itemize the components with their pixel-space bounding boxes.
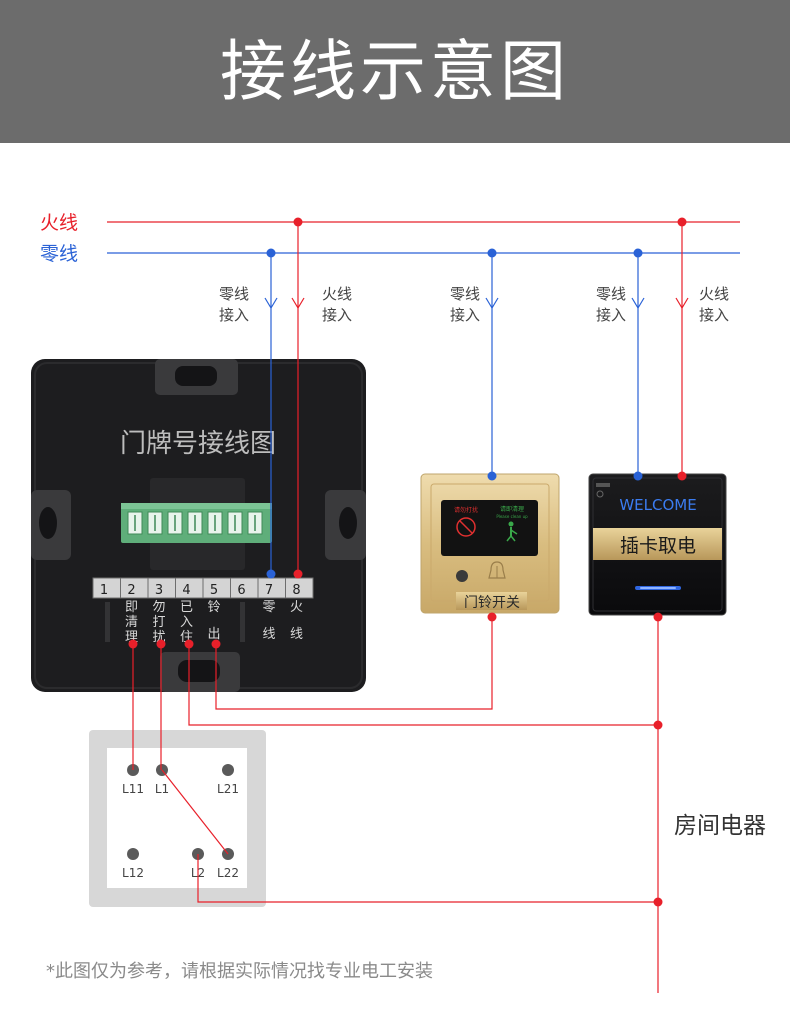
page-title: 接线示意图	[220, 33, 570, 110]
bell-icon	[488, 561, 506, 579]
junction-dot	[487, 471, 497, 481]
clean-screen-subtext: Please clean up	[496, 514, 528, 519]
terminal-number: 7	[265, 583, 273, 598]
tap-label: 接入	[322, 306, 352, 324]
terminal-label-char: 铃	[207, 600, 220, 615]
terminal-label-char: 即	[125, 600, 138, 615]
terminal-number: 5	[210, 583, 218, 598]
arrow-down-icon	[631, 297, 645, 310]
footnote: *此图仅为参考，请根据实际情况找专业电工安装	[46, 961, 433, 982]
arrow-down-icon	[485, 297, 499, 310]
dnd-screen-text: 请勿打扰	[454, 506, 478, 514]
welcome-screen-text: WELCOME	[619, 496, 696, 514]
terminal-label-char: 勿	[152, 600, 165, 615]
tap-label: 接入	[450, 306, 480, 324]
wire	[161, 769, 229, 855]
junction-dot	[633, 471, 643, 481]
junction-dot	[266, 569, 276, 579]
selector-terminal-label: L1	[155, 782, 169, 796]
doorbell-switch-caption: 门铃开关	[464, 595, 520, 611]
selector-terminal-label: L21	[217, 782, 239, 796]
tap-label: 零线	[450, 285, 480, 303]
junction-dot	[128, 639, 138, 649]
live-rail-label: 火线	[40, 212, 78, 234]
junction-dot	[677, 471, 687, 481]
fine-print-mark	[596, 483, 610, 487]
doorplate-panel: 1 2 3 4 5 6 7 8	[31, 359, 366, 692]
junction-dot	[156, 639, 166, 649]
doorplate-title: 门牌号接线图	[120, 429, 276, 459]
terminal-number: 3	[155, 583, 163, 598]
arrow-down-icon	[291, 297, 305, 310]
power-icon	[596, 490, 604, 498]
junction-dot	[633, 248, 643, 258]
do-not-disturb-icon	[456, 517, 476, 537]
junction-dot	[266, 248, 276, 258]
header-bar: 接线示意图	[0, 0, 790, 143]
junction-dot	[211, 639, 221, 649]
terminal-label-char: 火	[290, 600, 303, 615]
arrow-down-icon	[264, 297, 278, 310]
selector-terminal-dot	[127, 848, 139, 860]
selector-switch	[89, 730, 266, 907]
cleaning-person-icon	[506, 521, 518, 542]
indicator-led	[456, 570, 468, 582]
doorbell-switch: 请勿打扰 请即清理 Please clean up	[420, 473, 560, 614]
tap-label: 接入	[596, 306, 626, 324]
tap-label: 接入	[699, 306, 729, 324]
terminal-number: 2	[127, 583, 135, 598]
terminal-label-char: 零	[262, 600, 275, 615]
room-appliance-label: 房间电器	[674, 813, 766, 839]
tap-label: 接入	[219, 306, 249, 324]
junction-dot	[653, 612, 663, 622]
tap-label: 火线	[699, 285, 729, 303]
selector-terminal-label: L11	[122, 782, 144, 796]
junction-dot	[487, 248, 497, 258]
arrow-down-icon	[675, 297, 689, 310]
terminal-label-char: 清	[125, 615, 138, 630]
tap-label: 零线	[596, 285, 626, 303]
terminal-number: 6	[237, 583, 245, 598]
junction-dot	[293, 569, 303, 579]
junction-dot	[653, 897, 663, 907]
terminal-number: 4	[182, 583, 190, 598]
selector-terminal-label: L22	[217, 866, 239, 880]
clean-screen-text: 请即清理	[500, 505, 524, 513]
tap-label: 零线	[219, 285, 249, 303]
terminal-label-char: 已	[180, 600, 193, 615]
terminal-label-char: 线	[262, 627, 275, 642]
terminal-label-char: 出	[207, 627, 220, 642]
terminal-label-char: 打	[152, 615, 165, 630]
junction-dot	[677, 217, 687, 227]
junction-dot	[184, 639, 194, 649]
junction-dot	[487, 612, 497, 622]
wire	[215, 615, 493, 710]
terminal-number: 8	[292, 583, 300, 598]
card-switch-caption: 插卡取电	[620, 535, 696, 557]
terminal-label-char: 入	[180, 615, 193, 630]
neutral-rail-label: 零线	[40, 243, 78, 265]
junction-dot	[293, 217, 303, 227]
terminal-number: 1	[100, 583, 108, 598]
tap-label: 火线	[322, 285, 352, 303]
junction-dot	[653, 720, 663, 730]
wire	[188, 643, 658, 726]
terminal-label-char: 线	[290, 627, 303, 642]
selector-terminal-dot	[222, 764, 234, 776]
selector-terminal-label: L12	[122, 866, 144, 880]
card-power-switch: WELCOME	[588, 473, 727, 616]
wire	[197, 854, 658, 903]
